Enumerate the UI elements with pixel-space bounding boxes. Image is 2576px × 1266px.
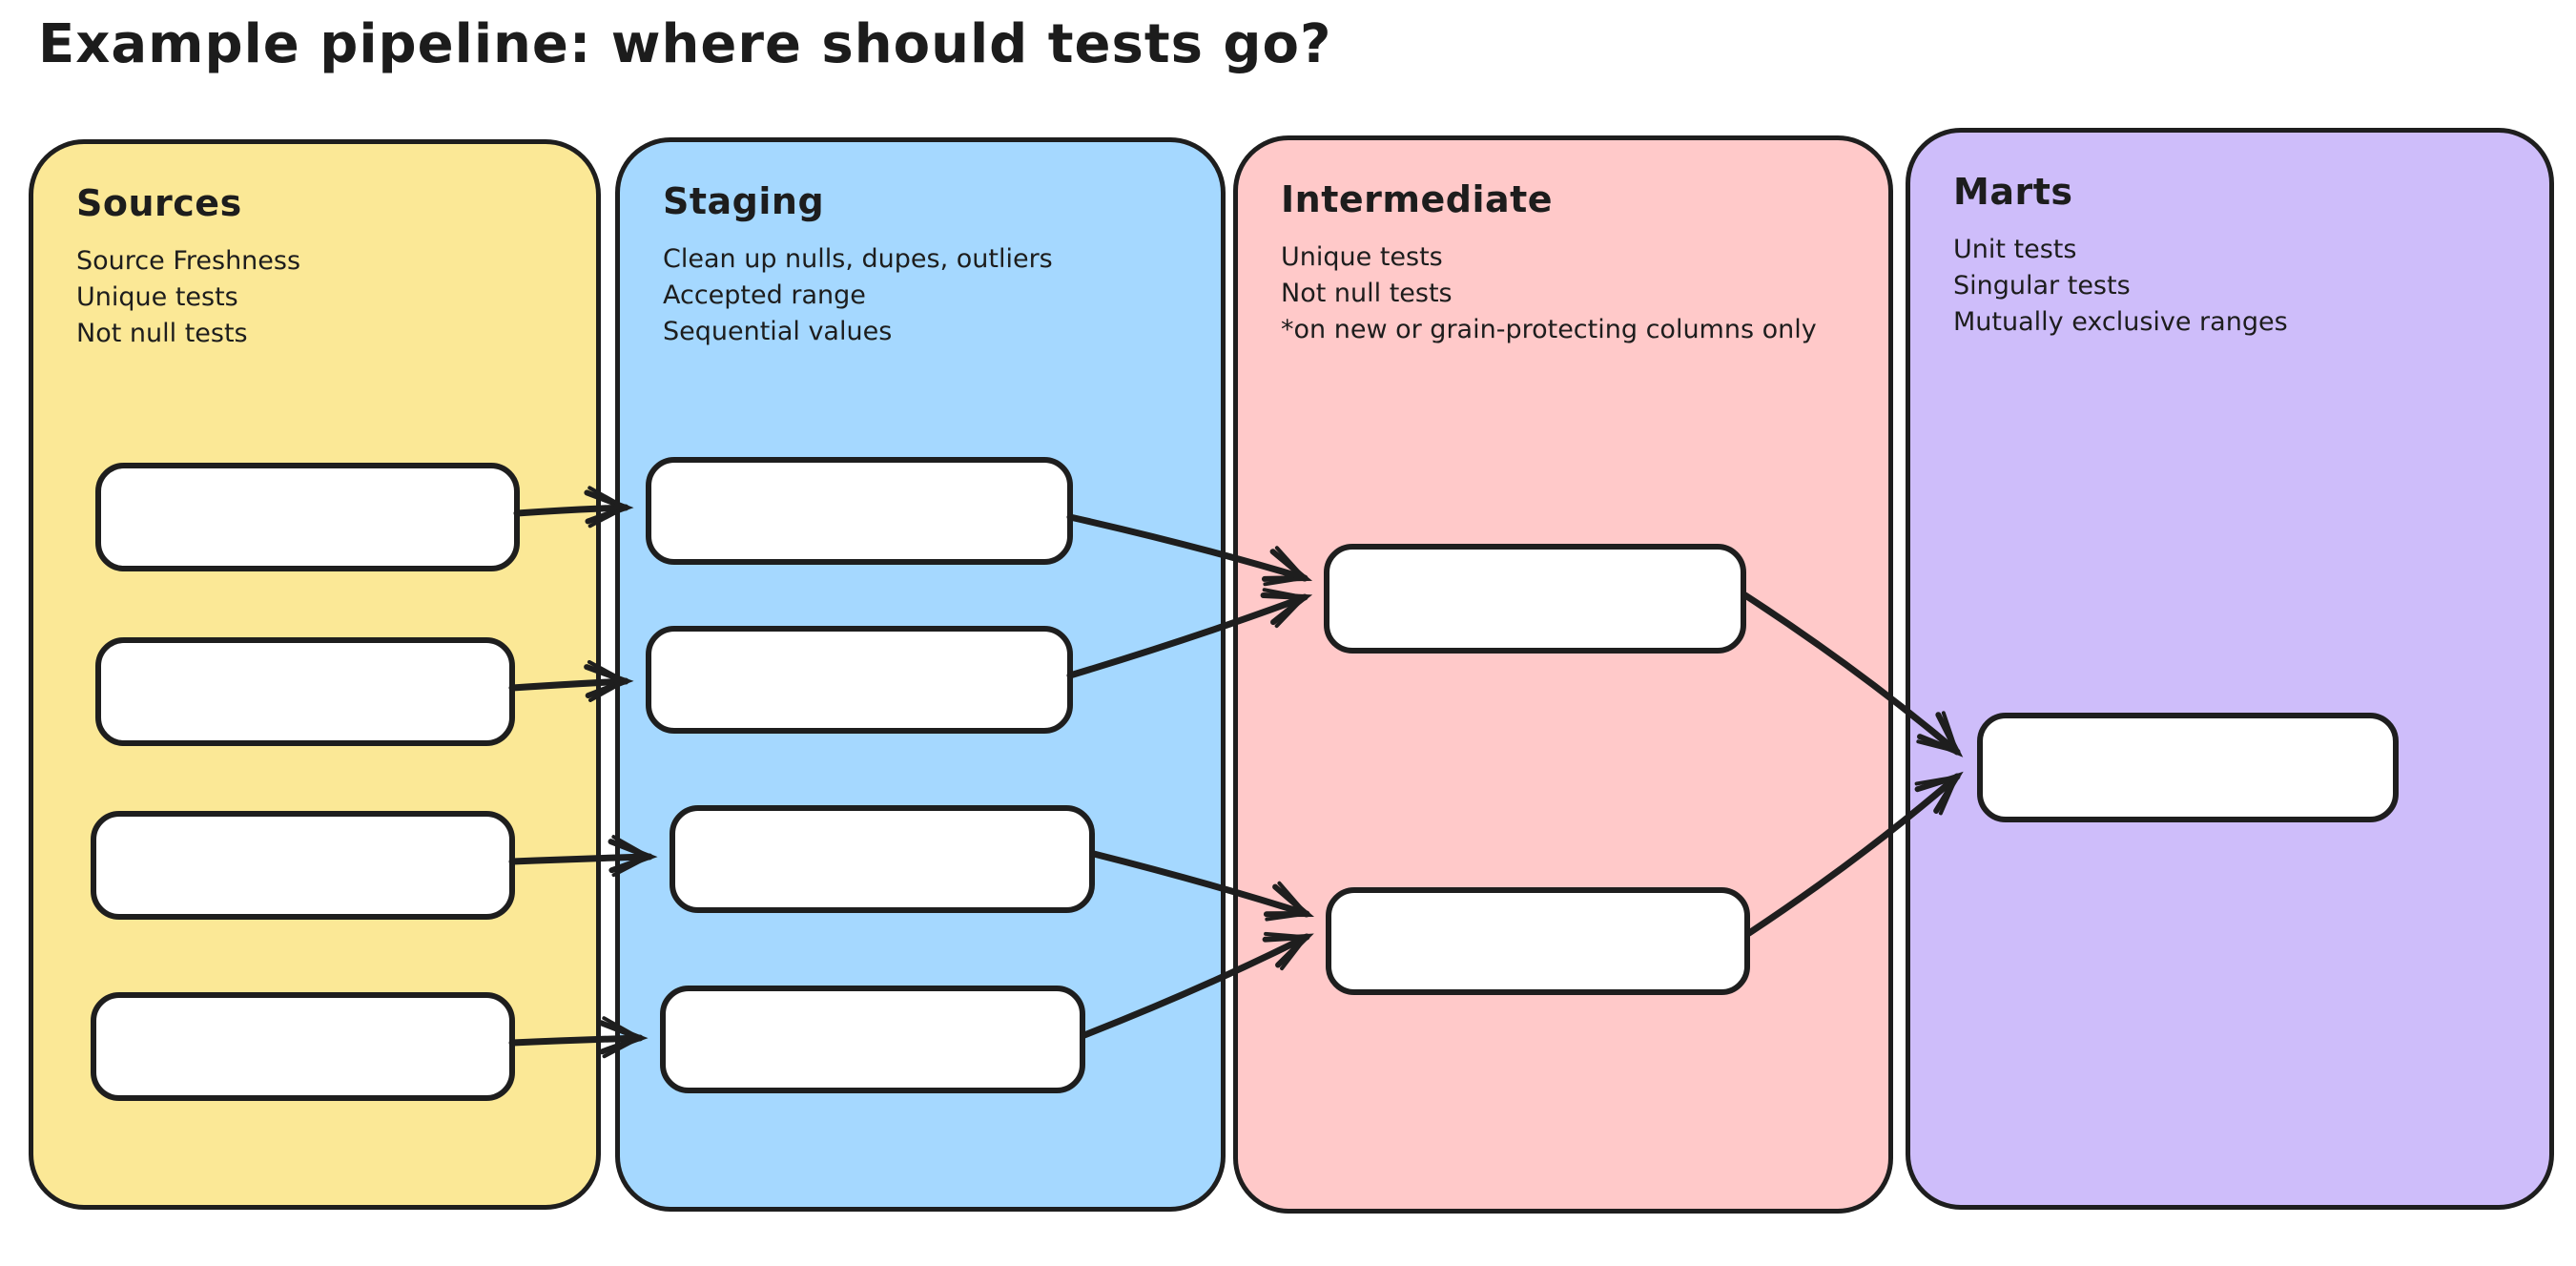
note-line: *on new or grain-protecting columns only xyxy=(1281,315,1817,344)
panel-intermediate: Intermediate Unique tests Not null tests… xyxy=(1233,135,1893,1214)
panel-marts: Marts Unit tests Singular tests Mutually… xyxy=(1906,128,2554,1210)
panel-staging: Staging Clean up nulls, dupes, outliers … xyxy=(615,137,1226,1212)
intermediate-node-1 xyxy=(1324,544,1746,654)
panel-intermediate-notes: Unique tests Not null tests *on new or g… xyxy=(1281,239,1817,348)
panel-staging-title: Staging xyxy=(663,180,825,222)
note-line: Unit tests xyxy=(1953,235,2077,264)
panel-sources-title: Sources xyxy=(76,182,242,224)
note-line: Unique tests xyxy=(1281,242,1443,272)
note-line: Not null tests xyxy=(1281,279,1453,308)
panel-sources: Sources Source Freshness Unique tests No… xyxy=(29,139,601,1210)
diagram-title: Example pipeline: where should tests go? xyxy=(38,13,1332,75)
sources-node-3 xyxy=(91,811,515,920)
panel-marts-notes: Unit tests Singular tests Mutually exclu… xyxy=(1953,232,2288,341)
marts-node-1 xyxy=(1977,713,2399,822)
panel-staging-notes: Clean up nulls, dupes, outliers Accepted… xyxy=(663,241,1053,350)
panel-marts-title: Marts xyxy=(1953,171,2073,213)
note-line: Clean up nulls, dupes, outliers xyxy=(663,244,1053,274)
staging-node-4 xyxy=(660,986,1085,1093)
note-line: Singular tests xyxy=(1953,271,2131,301)
panel-sources-notes: Source Freshness Unique tests Not null t… xyxy=(76,243,300,352)
staging-node-2 xyxy=(646,626,1073,734)
panel-intermediate-title: Intermediate xyxy=(1281,178,1554,220)
staging-node-3 xyxy=(670,805,1095,913)
staging-node-1 xyxy=(646,457,1073,565)
note-line: Not null tests xyxy=(76,319,248,348)
sources-node-2 xyxy=(95,637,515,746)
sources-node-1 xyxy=(95,463,520,571)
note-line: Unique tests xyxy=(76,282,238,312)
sources-node-4 xyxy=(91,992,515,1101)
note-line: Mutually exclusive ranges xyxy=(1953,307,2288,337)
note-line: Source Freshness xyxy=(76,246,301,276)
intermediate-node-2 xyxy=(1326,887,1750,995)
note-line: Sequential values xyxy=(663,317,893,346)
note-line: Accepted range xyxy=(663,280,866,310)
